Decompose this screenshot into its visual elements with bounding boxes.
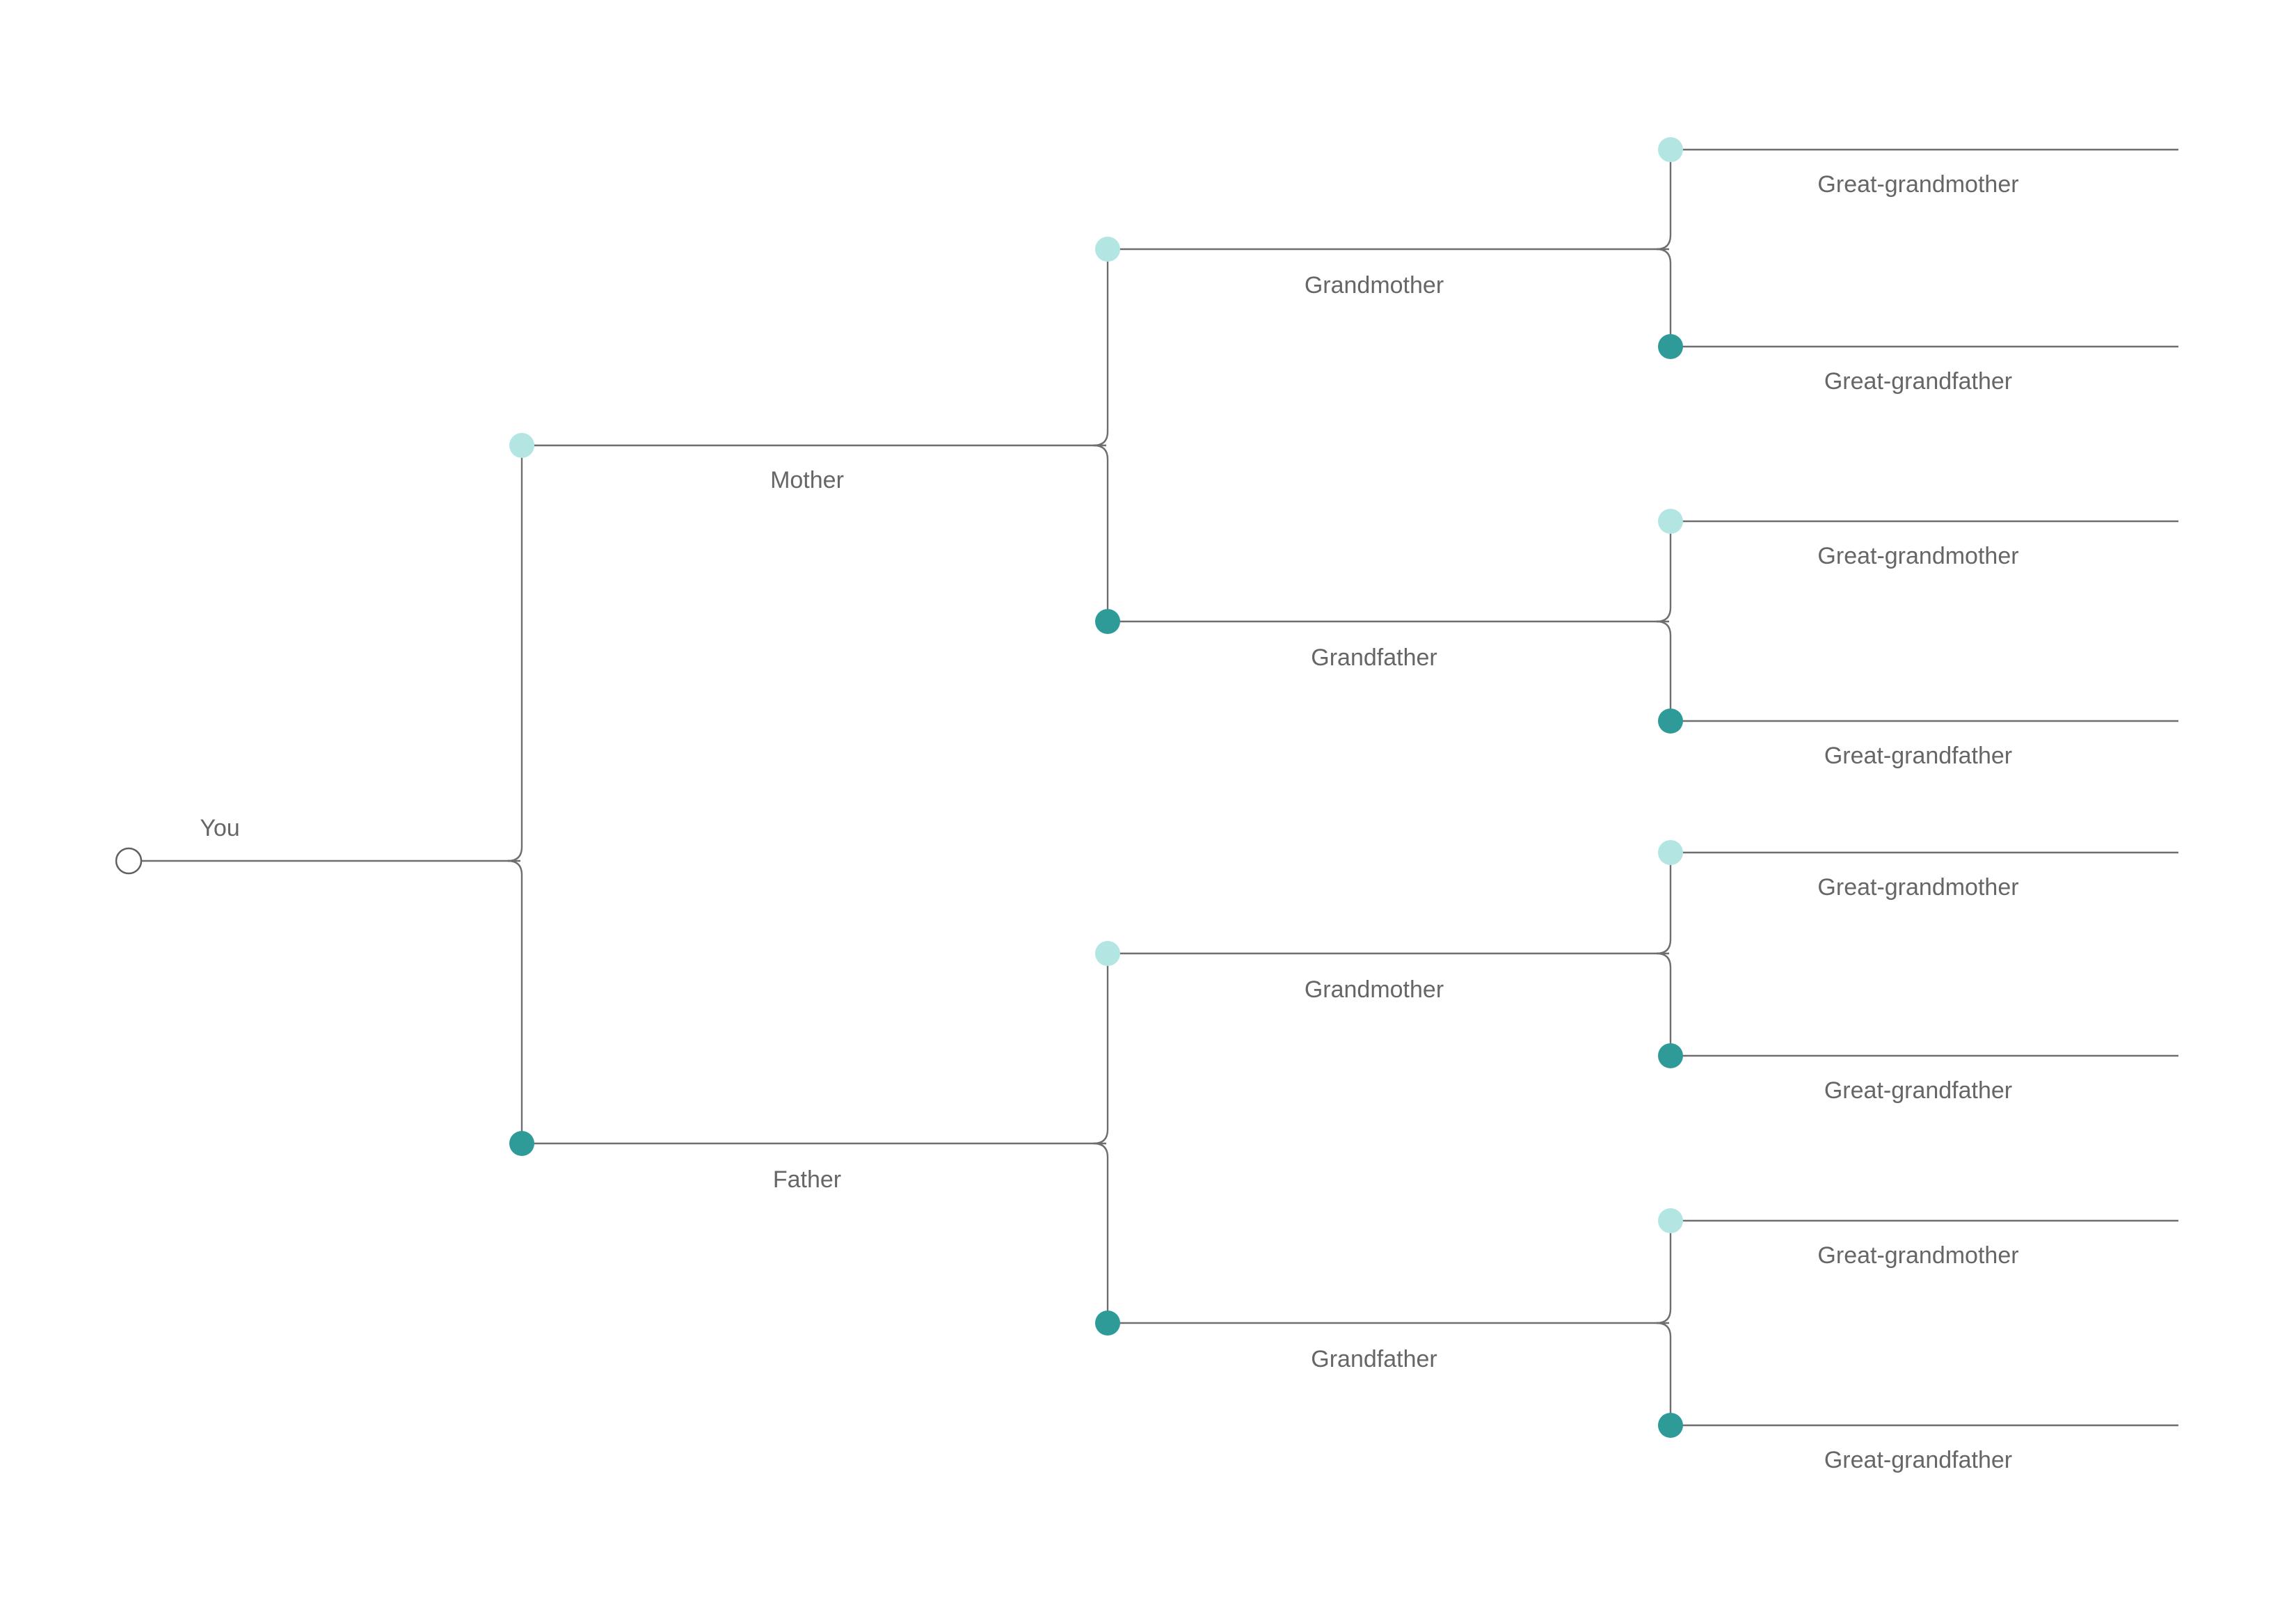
split-grandmother-2-upper-branch-line — [1656, 853, 1672, 955]
split-mother-lower-branch-line — [1093, 444, 1109, 621]
split-you-upper-branch-line — [507, 445, 523, 862]
label-great-grandmother-3: Great-grandmother — [1817, 874, 2018, 901]
node-great-grandfather-4[interactable] — [1658, 1413, 1683, 1438]
split-grandmother-1-upper-branch-line — [1656, 150, 1672, 251]
label-father: Father — [773, 1166, 841, 1193]
split-father-upper-branch-line — [1093, 953, 1109, 1145]
node-grandfather-2[interactable] — [1095, 1310, 1120, 1336]
node-grandmother-1[interactable] — [1095, 237, 1120, 262]
split-grandfather-1-upper-branch-line — [1656, 521, 1672, 623]
node-father[interactable] — [509, 1131, 534, 1156]
label-great-grandfather-1: Great-grandfather — [1824, 368, 2012, 395]
node-great-grandfather-2[interactable] — [1658, 708, 1683, 734]
label-you: You — [200, 815, 239, 841]
node-great-grandfather-3[interactable] — [1658, 1043, 1683, 1068]
node-grandfather-1[interactable] — [1095, 609, 1120, 634]
split-grandmother-1-lower-branch-line — [1656, 248, 1672, 347]
split-mother-upper-branch-line — [1093, 249, 1109, 447]
node-great-grandfather-1[interactable] — [1658, 334, 1683, 359]
label-grandmother-2: Grandmother — [1305, 976, 1444, 1003]
node-great-grandmother-2[interactable] — [1658, 509, 1683, 534]
label-great-grandfather-4: Great-grandfather — [1824, 1447, 2012, 1473]
label-grandfather-2: Grandfather — [1311, 1346, 1437, 1372]
split-grandfather-1-lower-branch-line — [1656, 620, 1672, 721]
node-grandmother-2[interactable] — [1095, 941, 1120, 966]
node-great-grandmother-4[interactable] — [1658, 1208, 1683, 1233]
label-grandmother-1: Grandmother — [1305, 272, 1444, 299]
label-great-grandfather-3: Great-grandfather — [1824, 1077, 2012, 1104]
split-grandmother-2-lower-branch-line — [1656, 952, 1672, 1056]
node-great-grandmother-1[interactable] — [1658, 137, 1683, 162]
node-mother[interactable] — [509, 433, 534, 458]
label-grandfather-1: Grandfather — [1311, 644, 1437, 671]
node-great-grandmother-3[interactable] — [1658, 840, 1683, 865]
node-you[interactable] — [115, 847, 143, 875]
label-great-grandfather-2: Great-grandfather — [1824, 743, 2012, 769]
split-father-lower-branch-line — [1093, 1142, 1109, 1323]
split-grandfather-2-upper-branch-line — [1656, 1221, 1672, 1324]
label-mother: Mother — [770, 467, 844, 493]
split-you-lower-branch-line — [507, 860, 523, 1143]
label-great-grandmother-1: Great-grandmother — [1817, 171, 2018, 198]
label-great-grandmother-4: Great-grandmother — [1817, 1242, 2018, 1269]
label-great-grandmother-2: Great-grandmother — [1817, 543, 2018, 569]
split-grandfather-2-lower-branch-line — [1656, 1322, 1672, 1425]
